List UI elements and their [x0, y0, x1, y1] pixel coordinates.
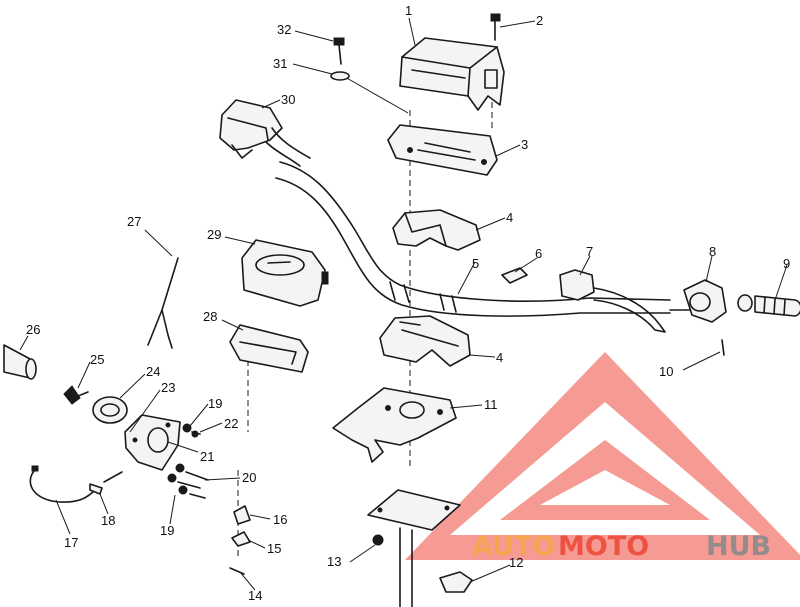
- callout-6: 6: [535, 246, 542, 261]
- watermark-moto: MOTO: [558, 531, 649, 562]
- handlebar: [275, 161, 671, 317]
- callout-3: 3: [521, 137, 528, 152]
- headlight-bracket: [124, 414, 181, 471]
- meter-mount: [229, 324, 309, 373]
- bolt-2: [490, 13, 501, 41]
- clamp-12: [439, 571, 473, 593]
- mounting-plate-3: [387, 124, 498, 176]
- watermark-logo-icon: [405, 352, 800, 560]
- callout-14: 14: [248, 588, 262, 603]
- grip: [737, 294, 800, 317]
- part-tag-6: [501, 267, 528, 284]
- callout-9: 9: [783, 256, 790, 271]
- brake-master-cylinder: [219, 99, 311, 167]
- upper-clamp-4: [392, 209, 481, 251]
- callout-1: 1: [405, 3, 412, 18]
- speedometer: [241, 239, 329, 307]
- leader-lines: [19, 17, 788, 591]
- end-plug: [3, 344, 37, 380]
- callout-19-lower: 19: [160, 523, 174, 538]
- handlebar-pad: [399, 37, 505, 111]
- sensor-cable: [147, 257, 179, 349]
- clips: [229, 505, 251, 575]
- throttle-switch: [559, 269, 666, 333]
- callout-19-upper: 19: [208, 396, 222, 411]
- screw-10: [721, 339, 725, 356]
- bolt-32: [333, 37, 345, 65]
- callout-20: 20: [242, 470, 256, 485]
- ring-24: [92, 396, 128, 424]
- callout-21: 21: [200, 449, 214, 464]
- steering-post: [367, 489, 461, 607]
- fitting-25: [63, 385, 89, 405]
- callout-2: 2: [536, 13, 543, 28]
- callout-8: 8: [709, 244, 716, 259]
- callout-11: 11: [484, 397, 498, 412]
- callout-28: 28: [203, 309, 217, 324]
- callout-29: 29: [207, 227, 221, 242]
- watermark-auto: AUTO: [472, 531, 555, 562]
- callout-4-upper: 4: [506, 210, 513, 225]
- callout-25: 25: [90, 352, 104, 367]
- callout-24: 24: [146, 364, 160, 379]
- callout-18: 18: [101, 513, 115, 528]
- callout-4-lower: 4: [496, 350, 503, 365]
- callout-26: 26: [26, 322, 40, 337]
- fasteners: [167, 423, 209, 499]
- watermark-text: AUTO MOTO HUB: [472, 531, 771, 562]
- callout-5: 5: [472, 256, 479, 271]
- grip-housing: [669, 279, 727, 323]
- callout-12: 12: [509, 555, 523, 570]
- harness-17: [29, 465, 123, 503]
- callout-13: 13: [327, 554, 341, 569]
- watermark-hub: HUB: [706, 531, 771, 562]
- callout-10: 10: [659, 364, 673, 379]
- washer-31: [330, 71, 350, 81]
- callout-23: 23: [161, 380, 175, 395]
- callout-labels: 1 2 3 4 5 6 7 8 9 10 11 12 13 14 15 16 1…: [26, 3, 790, 603]
- callout-16: 16: [273, 512, 287, 527]
- callout-7: 7: [586, 244, 593, 259]
- callout-31: 31: [273, 56, 287, 71]
- callout-15: 15: [267, 541, 281, 556]
- mount-plate-11: [332, 387, 457, 463]
- lower-clamp-4: [379, 315, 471, 367]
- nut-13: [372, 534, 384, 546]
- callout-30: 30: [281, 92, 295, 107]
- callout-27: 27: [127, 214, 141, 229]
- callout-32: 32: [277, 22, 291, 37]
- callout-22: 22: [224, 416, 238, 431]
- callout-17: 17: [64, 535, 78, 550]
